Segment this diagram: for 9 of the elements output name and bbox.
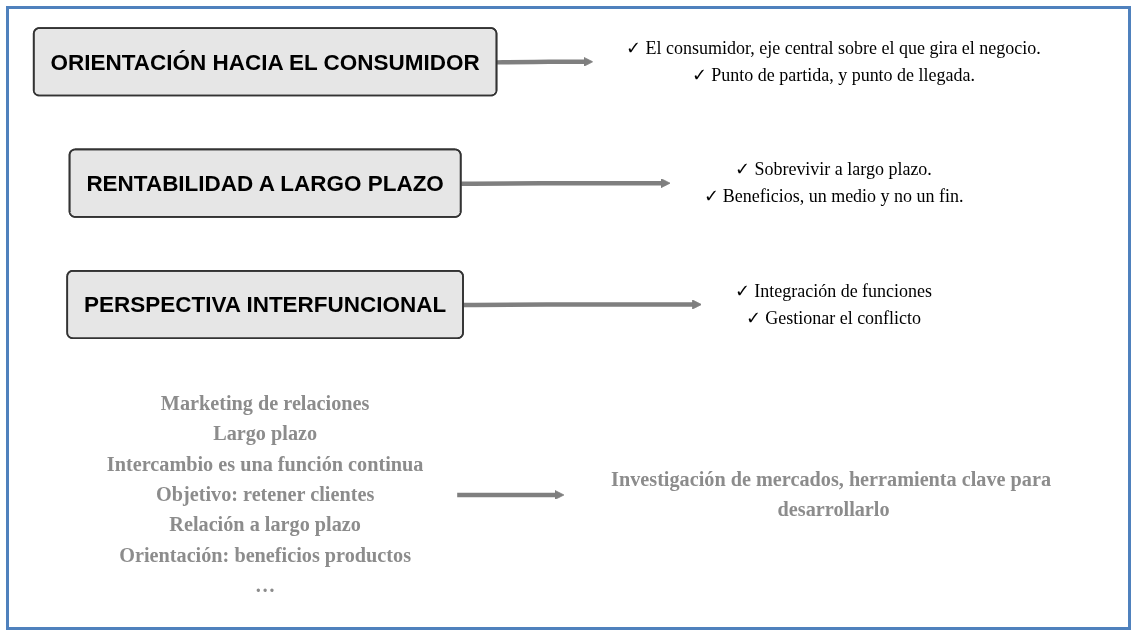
node-text: ✓ Integración de funciones ✓ Gestionar el conflicto	[735, 280, 933, 327]
node-text: Marketing de relaciones Largo plazo Intercambio es una función continua Objetivo: retener clientes Relación a largo plazo Orientación: beneficios productos …	[106, 392, 424, 597]
arrow	[457, 490, 565, 500]
arrow	[463, 299, 702, 310]
node-text: ✓ El consumidor, eje central sobre el que gira el negocio. ✓ Punto de partida, y punto de llegada.	[626, 38, 1041, 85]
arrow	[461, 178, 671, 189]
arrow	[497, 56, 594, 67]
node-text: ✓ Sobrevivir a largo plazo. ✓ Beneficios, un medio y no un fin.	[703, 159, 964, 206]
node-text: Investigación de mercados, herramienta clave para desarrollarlo	[611, 468, 1052, 521]
